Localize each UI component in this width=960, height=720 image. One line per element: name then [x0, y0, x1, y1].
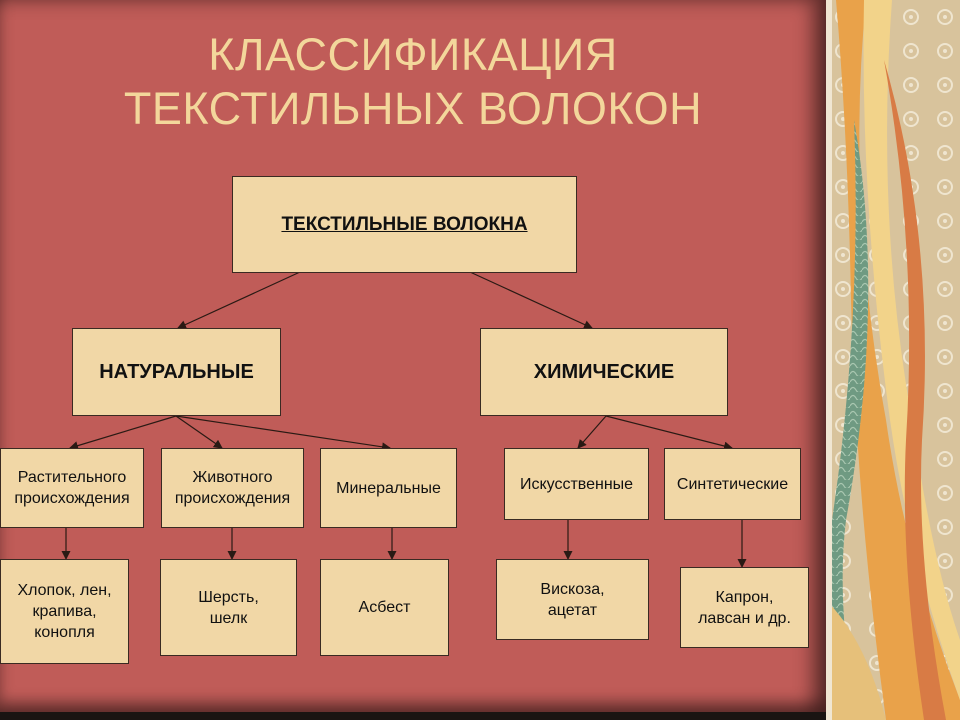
- node-artificial-label: Искусственные: [519, 475, 634, 493]
- node-plant-examples: Хлопок, лен, крапива, конопля: [0, 559, 129, 664]
- node-plant-examples-label: Хлопок, лен, крапива, конопля: [17, 582, 112, 641]
- title-line-1: КЛАССИФИКАЦИЯ: [208, 29, 618, 80]
- arrow-chemical-to-artificial: [577, 415, 607, 449]
- node-plant-origin-label: Растительного происхождения: [14, 469, 130, 507]
- node-synthetic-examples-label: Капрон, лавсан и др.: [698, 588, 791, 627]
- arrow-root-to-natural: [177, 271, 301, 329]
- node-mineral-examples-label: Асбест: [358, 599, 411, 616]
- node-artificial-examples-label: Вискоза, ацетат: [540, 580, 605, 619]
- arrow-natural-to-mineral: [175, 415, 391, 452]
- node-chemical-label: ХИМИЧЕСКИЕ: [533, 360, 675, 383]
- arrow-natural-to-animal: [175, 415, 223, 449]
- node-animal-examples-label: Шерсть, шелк: [198, 588, 259, 627]
- decorative-ribbon-strip: [826, 0, 960, 720]
- node-synthetic: Синтетические: [664, 448, 801, 520]
- title-line-2: ТЕКСТИЛЬНЫХ ВОЛОКОН: [123, 83, 703, 134]
- arrow-natural-to-plant: [69, 415, 177, 450]
- node-synthetic-label: Синтетические: [676, 475, 789, 493]
- node-mineral-label: Минеральные: [336, 479, 441, 497]
- node-plant-origin: Растительного происхождения: [0, 448, 144, 528]
- node-natural-label: НАТУРАЛЬНЫЕ: [99, 360, 254, 383]
- node-artificial: Искусственные: [504, 448, 649, 520]
- arrow-root-to-chemical: [469, 271, 593, 329]
- node-textile-fibers: ТЕКСТИЛЬНЫЕ ВОЛОКНА: [232, 176, 577, 273]
- ribbon-art: [826, 0, 960, 720]
- node-animal-examples: Шерсть, шелк: [160, 559, 297, 656]
- node-synthetic-examples: Капрон, лавсан и др.: [680, 567, 809, 648]
- node-chemical: ХИМИЧЕСКИЕ: [480, 328, 728, 416]
- node-mineral-examples: Асбест: [320, 559, 449, 656]
- node-textile-fibers-label: ТЕКСТИЛЬНЫЕ ВОЛОКНА: [281, 214, 528, 235]
- arrow-chemical-to-synthetic: [605, 415, 733, 451]
- slide-title: КЛАССИФИКАЦИЯ ТЕКСТИЛЬНЫХ ВОЛОКОН: [0, 28, 826, 136]
- node-animal-origin-label: Животного происхождения: [174, 469, 291, 507]
- node-natural: НАТУРАЛЬНЫЕ: [72, 328, 281, 416]
- node-animal-origin: Животного происхождения: [161, 448, 304, 528]
- node-mineral: Минеральные: [320, 448, 457, 528]
- node-artificial-examples: Вискоза, ацетат: [496, 559, 649, 640]
- diagram-connectors: [61, 271, 747, 568]
